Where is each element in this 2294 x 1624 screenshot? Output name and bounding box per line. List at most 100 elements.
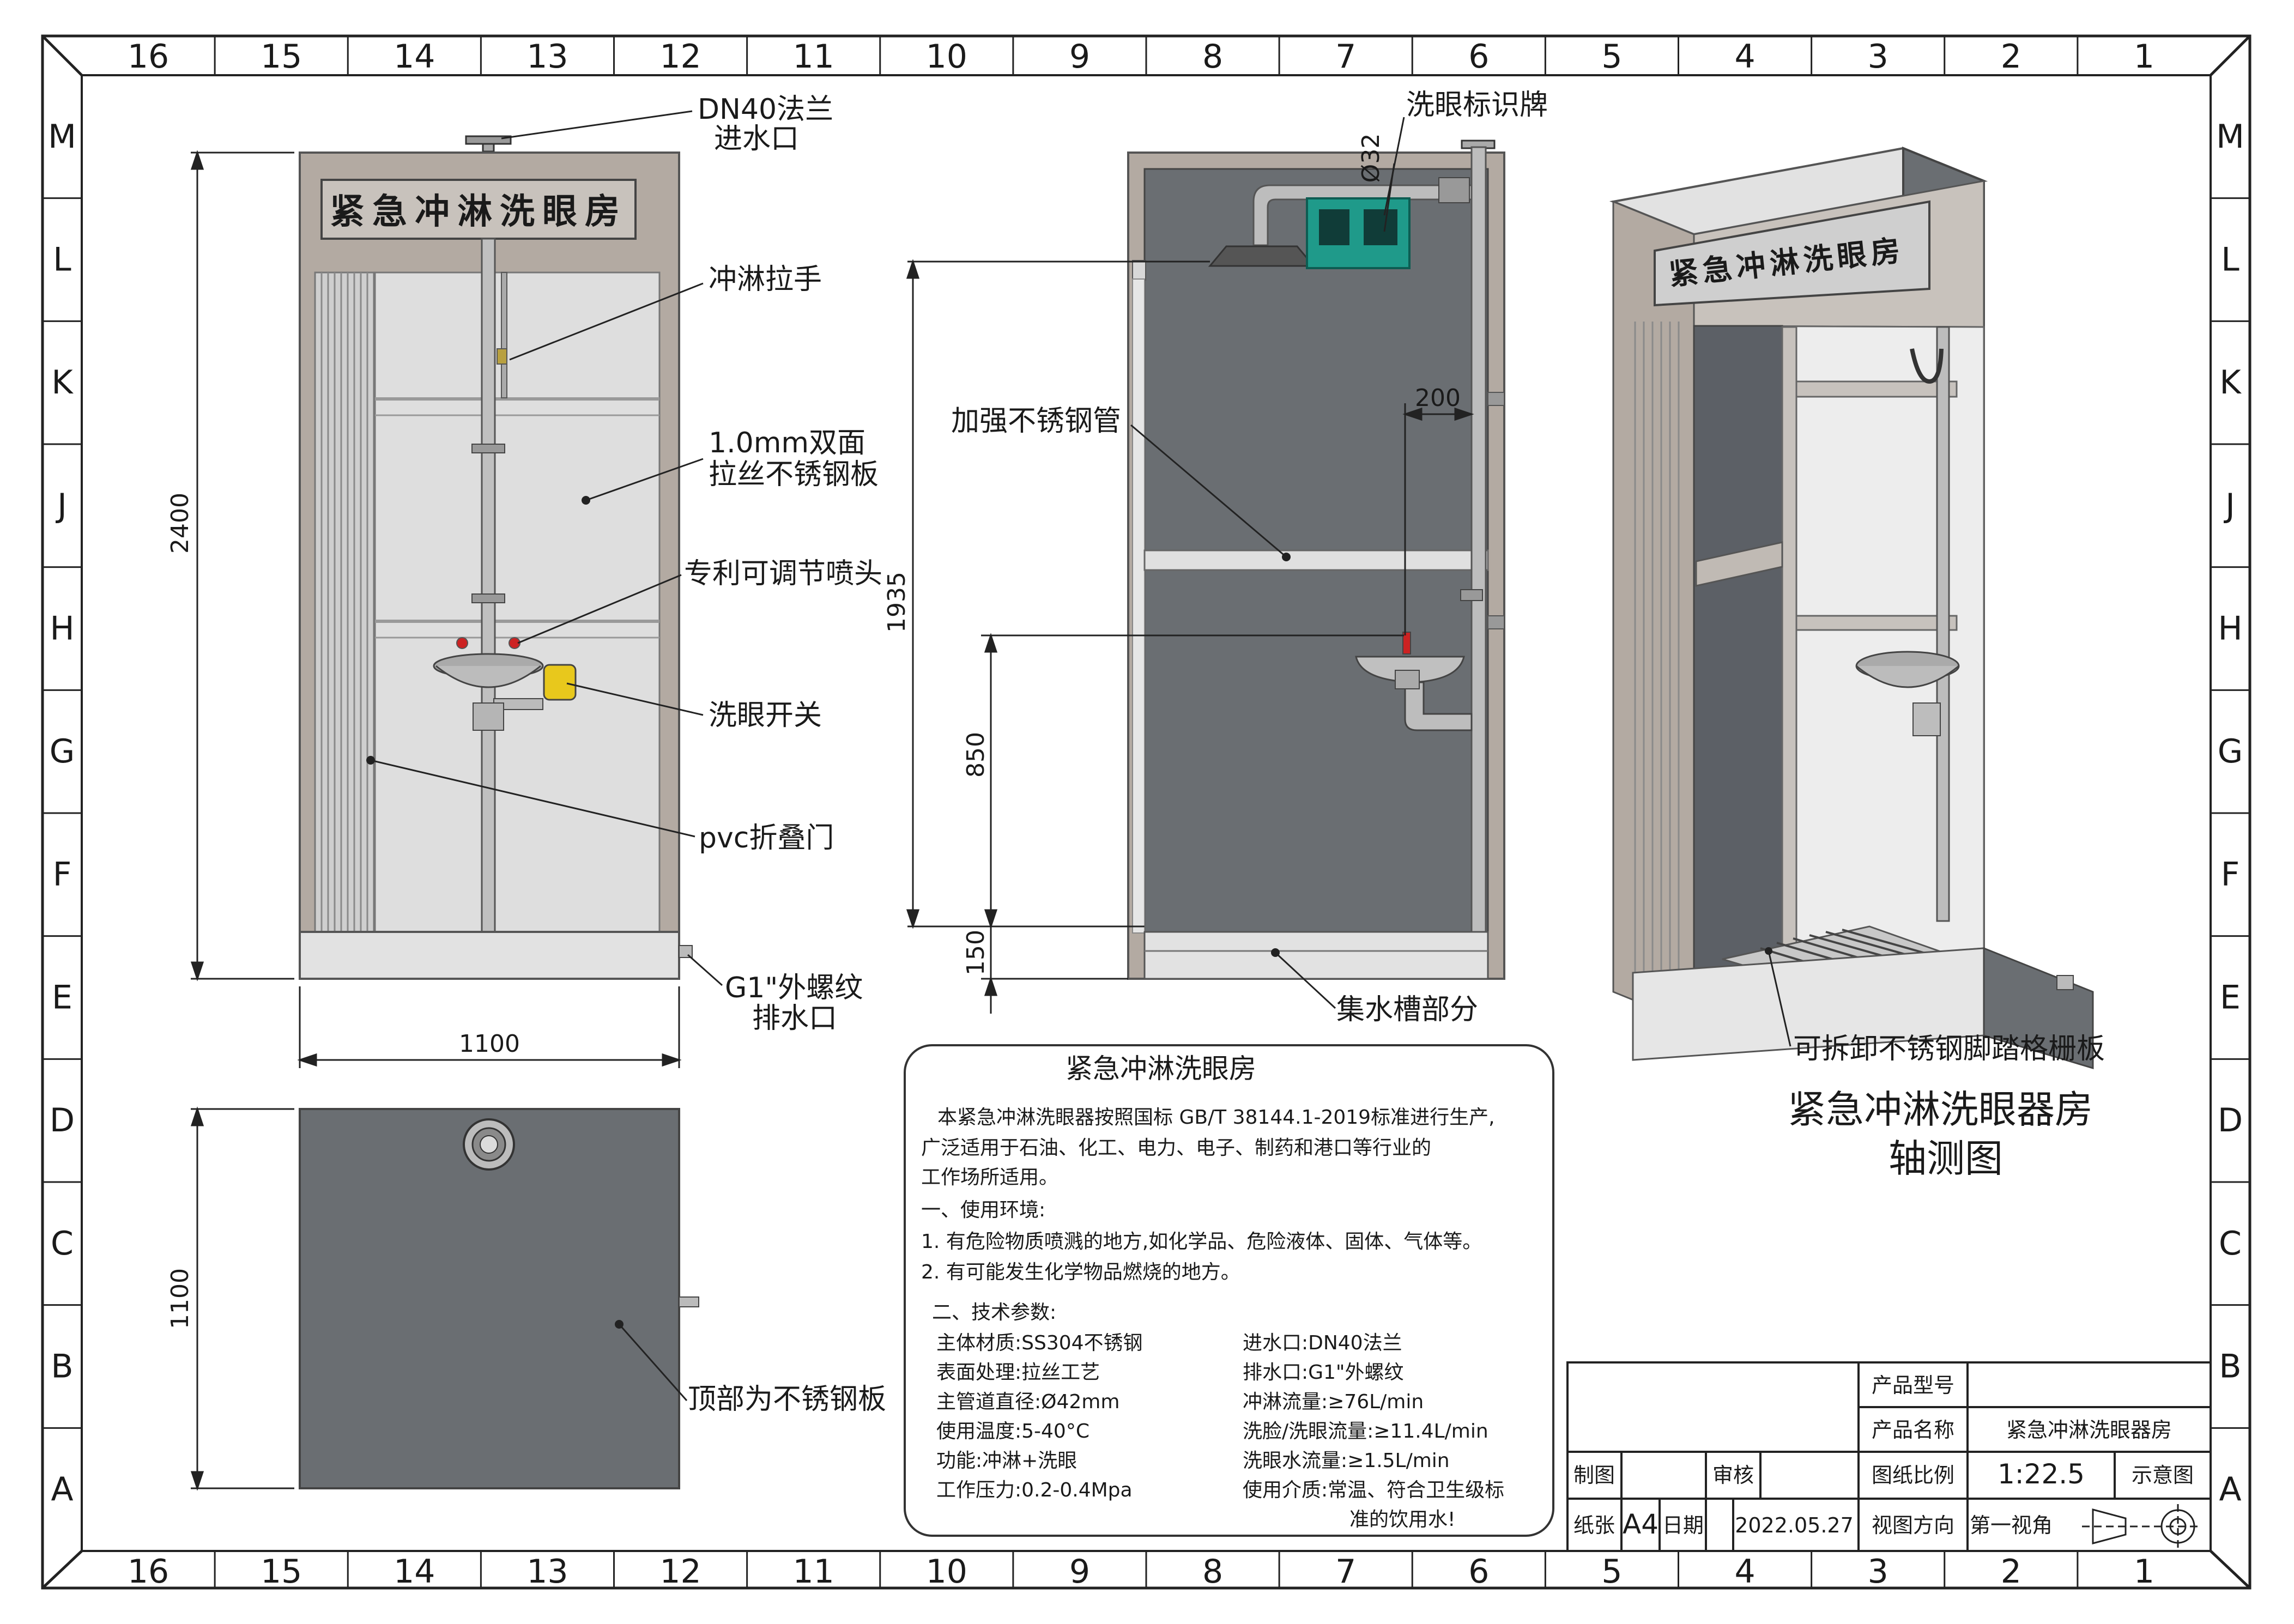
grid-col-label-top: 10 [926, 38, 967, 76]
top-depth-dim: 1100 [166, 1268, 194, 1329]
grid-row-label-left: M [48, 118, 76, 156]
tb-view-label: 视图方向 [1872, 1513, 1954, 1537]
grid-col-label-top: 3 [1868, 38, 1889, 76]
grid-col-label-top: 5 [1601, 38, 1622, 76]
notes-env-2: 2. 有可能发生化学物品燃烧的地方。 [921, 1261, 1240, 1283]
notes-spec-title: 二、技术参数: [932, 1301, 1056, 1324]
spec-right-1: 进水口:DN40法兰 [1243, 1332, 1402, 1354]
nozzle-label: 专利可调节喷头 [684, 558, 882, 590]
spec-right-5: 洗眼水流量:≥1.5L/min [1243, 1450, 1450, 1472]
spec-left-5: 功能:冲淋+洗眼 [936, 1450, 1077, 1472]
spec-left-3: 主管道直径:Ø42mm [936, 1391, 1119, 1413]
tb-name-label: 产品名称 [1872, 1418, 1954, 1442]
grid-col-label-top: 13 [526, 38, 568, 76]
grid-row-label-left: K [51, 363, 74, 402]
eyewash-sign-label: 洗眼标识牌 [1406, 89, 1548, 122]
grid-row-label-right: D [2218, 1101, 2243, 1140]
drain-label-1: G1"外螺纹 [725, 972, 863, 1004]
grid-row-label-left: B [51, 1348, 73, 1386]
dim-1935: 1935 [883, 572, 911, 633]
grid-row-label-right: A [2219, 1470, 2241, 1508]
grid-row-label-left: A [51, 1470, 73, 1508]
grid-col-label-top: 16 [128, 38, 169, 76]
grid-col-label-top: 6 [1468, 38, 1489, 76]
spec-right-4: 洗脸/洗眼流量:≥11.4L/min [1243, 1420, 1488, 1443]
reinforced-pipe-label: 加强不锈钢管 [951, 405, 1121, 438]
tb-type-value: 示意图 [2132, 1463, 2194, 1487]
grid-row-label-left: L [53, 241, 71, 279]
grid-col-label-bottom: 6 [1468, 1553, 1489, 1591]
iso-caption-2: 轴测图 [1889, 1136, 2003, 1181]
grid-row-label-left: C [51, 1225, 74, 1263]
grid-col-label-bottom: 13 [526, 1553, 568, 1591]
grid-row-label-right: G [2218, 732, 2243, 771]
tb-review-label: 审核 [1712, 1463, 1754, 1487]
grid-col-label-bottom: 5 [1601, 1553, 1622, 1591]
grid-col-label-bottom: 7 [1335, 1553, 1356, 1591]
side-view: 200 1935 850 150 洗眼标识牌 Ø32 加强不锈钢管 集水槽部分 [883, 89, 1548, 1026]
grid-row-label-right: H [2218, 610, 2242, 648]
grid-row-label-left: F [53, 856, 72, 894]
notes-box: 紧急冲淋洗眼房 本紧急冲淋洗眼器按照国标 GB/T 38144.1-2019标准… [904, 1044, 1554, 1537]
tb-date-label: 日期 [1662, 1513, 1704, 1537]
top-view: 1100 顶部为不锈钢板 [166, 1106, 886, 1491]
tb-date-value: 2022.05.27 [1735, 1513, 1854, 1537]
grid-col-label-top: 11 [793, 38, 834, 76]
grid-col-label-top: 4 [1734, 38, 1755, 76]
front-sign-text: 紧急冲淋洗眼房 [330, 192, 627, 232]
spec-left-4: 使用温度:5-40°C [936, 1420, 1090, 1443]
grid-col-label-top: 2 [2001, 38, 2021, 76]
tb-paper-label: 纸张 [1573, 1513, 1615, 1537]
grid-col-label-top: 15 [261, 38, 302, 76]
notes-title: 紧急冲淋洗眼房 [1066, 1053, 1256, 1084]
grid-row-label-right: C [2219, 1225, 2242, 1263]
iso-caption-1: 紧急冲淋洗眼器房 [1788, 1087, 2093, 1132]
notes-intro-3: 工作场所适用。 [921, 1166, 1058, 1189]
grid-col-label-bottom: 14 [394, 1553, 435, 1591]
tank-label: 集水槽部分 [1336, 993, 1478, 1026]
notes-intro-2: 广泛适用于石油、化工、电力、电子、制药和港口等行业的 [921, 1137, 1431, 1159]
spec-right-2: 排水口:G1"外螺纹 [1243, 1361, 1404, 1384]
grid-row-label-right: E [2220, 979, 2241, 1017]
grid-col-label-bottom: 16 [128, 1553, 169, 1591]
notes-env-1: 1. 有危险物质喷溅的地方,如化学品、危险液体、固体、气体等。 [921, 1231, 1482, 1253]
title-block: 产品型号 产品名称 紧急冲淋洗眼器房 制图 审核 图纸比例 1:22.5 示意图… [1566, 1361, 2212, 1552]
grid-row-label-right: K [2219, 363, 2242, 402]
grid-row-label-right: J [2223, 487, 2235, 525]
inlet-label-1: DN40法兰 [698, 93, 833, 126]
grid-col-label-bottom: 1 [2134, 1553, 2154, 1591]
grid-col-label-top: 14 [394, 38, 435, 76]
grid-col-label-top: 9 [1069, 38, 1090, 76]
grid-row-label-left: H [50, 610, 74, 648]
panel-label-1: 1.0mm双面 [709, 427, 865, 459]
spec-left-2: 表面处理:拉丝工艺 [936, 1361, 1100, 1384]
grid-col-label-bottom: 8 [1202, 1553, 1223, 1591]
spec-left-1: 主体材质:SS304不锈钢 [936, 1332, 1143, 1354]
drain-label-2: 排水口 [752, 1002, 837, 1035]
panel-label-2: 拉丝不锈钢板 [709, 458, 879, 491]
grid-col-label-bottom: 12 [659, 1553, 701, 1591]
pull-handle-label: 冲淋拉手 [709, 263, 822, 296]
tb-model-label: 产品型号 [1872, 1373, 1954, 1397]
grid-col-label-bottom: 15 [261, 1553, 302, 1591]
pvc-folding-door [314, 271, 375, 933]
grid-col-label-bottom: 4 [1734, 1553, 1755, 1591]
tb-view-value: 第一视角 [1970, 1513, 2053, 1537]
dim-200: 200 [1415, 384, 1461, 412]
grid-col-label-bottom: 11 [793, 1553, 834, 1591]
grating-label: 可拆卸不锈钢脚踏格栅板 [1793, 1033, 2105, 1065]
notes-env-title: 一、使用环境: [921, 1199, 1045, 1221]
grid-row-label-right: B [2219, 1348, 2241, 1386]
inlet-label-2: 进水口 [714, 123, 799, 155]
grid-col-label-bottom: 9 [1069, 1553, 1090, 1591]
tb-scale-label: 图纸比例 [1872, 1463, 1954, 1487]
grid-row-label-right: M [2216, 118, 2244, 156]
tb-paper-value: A4 [1623, 1508, 1659, 1540]
dim-150: 150 [962, 930, 990, 975]
grid-col-label-top: 8 [1202, 38, 1223, 76]
grid-row-label-right: L [2221, 241, 2239, 279]
grid-col-label-bottom: 2 [2001, 1553, 2021, 1591]
grid-row-label-left: J [55, 487, 67, 525]
